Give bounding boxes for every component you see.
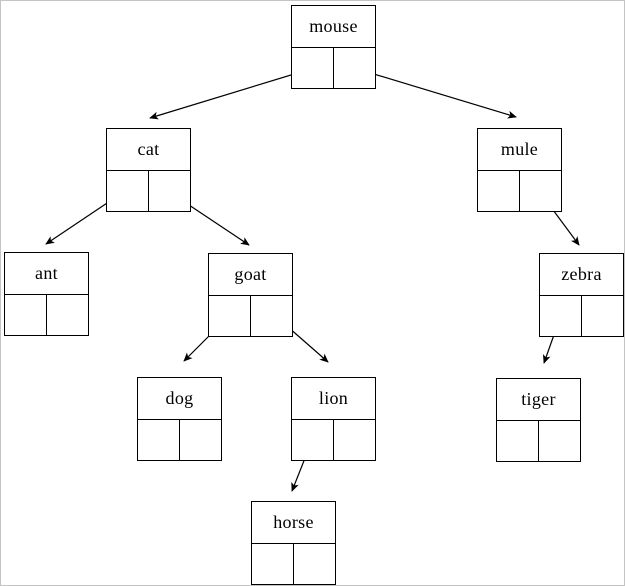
tree-node-cat: cat: [106, 128, 191, 212]
node-pointer-cells: [138, 420, 221, 461]
left-pointer-cell: [5, 295, 47, 336]
node-label: lion: [292, 378, 375, 420]
edge-mouse-cat: [149, 67, 315, 120]
node-pointer-cells: [5, 295, 88, 336]
node-pointer-cells: [292, 420, 375, 461]
left-pointer-cell: [107, 171, 149, 212]
right-pointer-cell: [582, 296, 623, 337]
node-label: goat: [209, 254, 292, 296]
right-pointer-cell: [294, 544, 335, 585]
edge-mouse-mule: [353, 67, 517, 119]
node-pointer-cells: [540, 296, 623, 337]
right-pointer-cell: [149, 171, 190, 212]
tree-node-horse: horse: [251, 501, 336, 585]
left-pointer-cell: [138, 420, 180, 461]
tree-node-zebra: zebra: [539, 253, 624, 337]
left-pointer-cell: [292, 420, 334, 461]
node-pointer-cells: [497, 421, 580, 462]
tree-node-lion: lion: [291, 377, 376, 461]
node-pointer-cells: [209, 296, 292, 337]
right-pointer-cell: [47, 295, 88, 336]
node-label: horse: [252, 502, 335, 544]
left-pointer-cell: [478, 171, 520, 212]
right-pointer-cell: [334, 48, 375, 89]
left-pointer-cell: [252, 544, 294, 585]
right-pointer-cell: [539, 421, 580, 462]
tree-node-dog: dog: [137, 377, 222, 461]
tree-node-goat: goat: [208, 253, 293, 337]
tree-node-mouse: mouse: [291, 5, 376, 89]
tree-node-ant: ant: [4, 252, 89, 336]
node-label: tiger: [497, 379, 580, 421]
node-pointer-cells: [292, 48, 375, 89]
node-label: mule: [478, 129, 561, 171]
left-pointer-cell: [497, 421, 539, 462]
left-pointer-cell: [292, 48, 334, 89]
node-pointer-cells: [107, 171, 190, 212]
left-pointer-cell: [209, 296, 251, 337]
node-label: mouse: [292, 6, 375, 48]
left-pointer-cell: [540, 296, 582, 337]
right-pointer-cell: [520, 171, 561, 212]
right-pointer-cell: [334, 420, 375, 461]
node-pointer-cells: [252, 544, 335, 585]
right-pointer-cell: [251, 296, 292, 337]
node-label: zebra: [540, 254, 623, 296]
right-pointer-cell: [180, 420, 221, 461]
tree-node-tiger: tiger: [496, 378, 581, 462]
node-label: cat: [107, 129, 190, 171]
node-pointer-cells: [478, 171, 561, 212]
node-label: ant: [5, 253, 88, 295]
tree-node-mule: mule: [477, 128, 562, 212]
node-label: dog: [138, 378, 221, 420]
